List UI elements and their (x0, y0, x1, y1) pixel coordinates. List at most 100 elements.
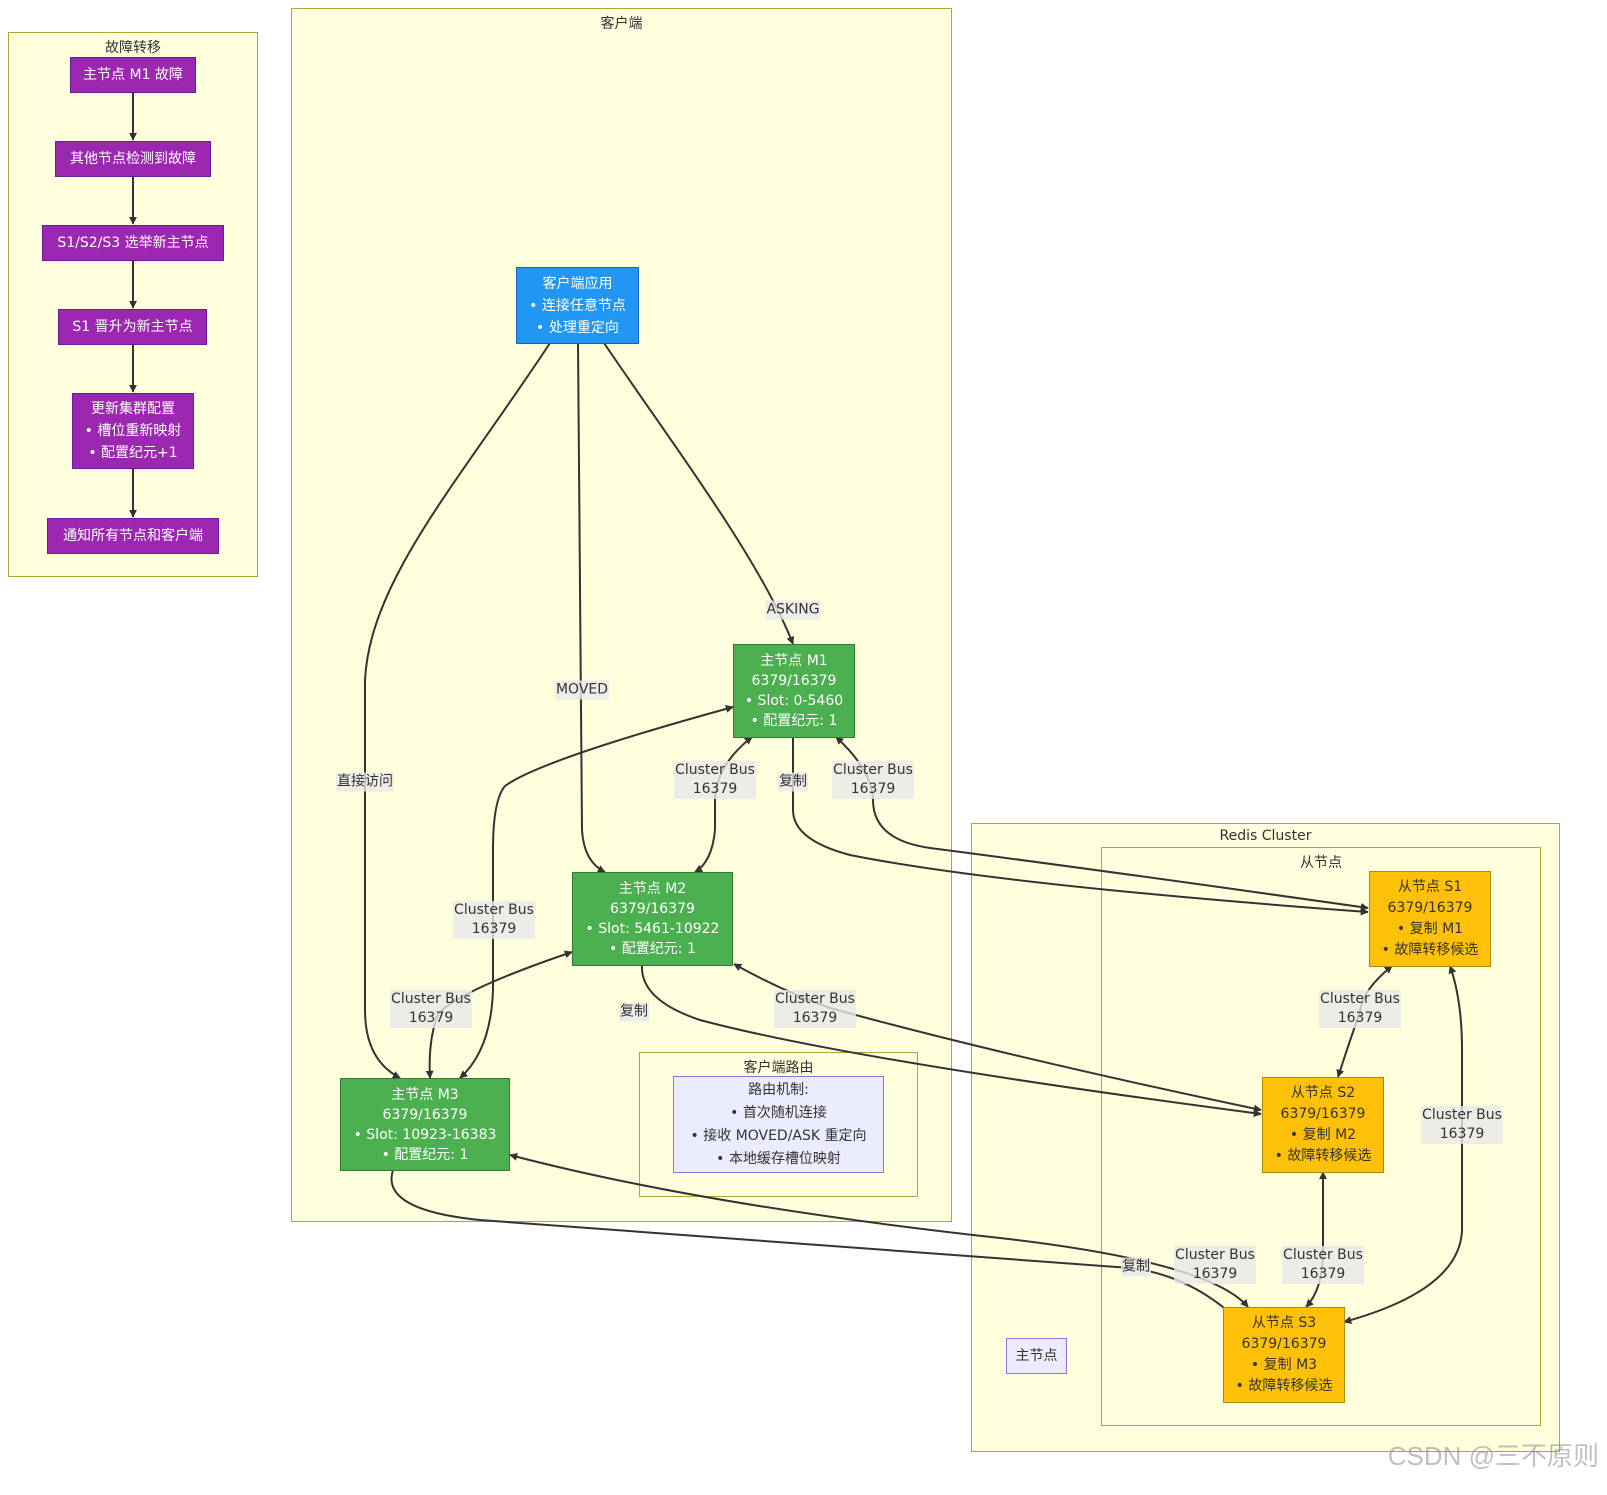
edge-label-bus-m1-s1: Cluster Bus 16379 (832, 761, 914, 799)
edge-label-replicate-m3: 复制 (1121, 1257, 1151, 1277)
edge-client-m1-asking (603, 342, 795, 645)
failover-step-5-title: 更新集群配置 (91, 401, 175, 417)
edge-label-bus-m1-m2: Cluster Bus 16379 (674, 761, 756, 799)
bus-m2-m3-line2: 16379 (408, 1010, 454, 1026)
failover-step-promote: S1 晋升为新主节点 (58, 309, 207, 345)
s2-candidate: • 故障转移候选 (1274, 1148, 1372, 1164)
m2-port: 6379/16379 (610, 901, 695, 917)
m1-title: 主节点 M1 (760, 653, 828, 669)
s1-port: 6379/16379 (1387, 900, 1473, 916)
m1-port: 6379/16379 (751, 673, 837, 689)
failover-step-m1-down: 主节点 M1 故障 (70, 57, 196, 93)
bus-m1-s1-line1: Cluster Bus (833, 762, 913, 778)
failover-step-2-text: 其他节点检测到故障 (70, 151, 196, 167)
bus-s1-s2-line1: Cluster Bus (1320, 991, 1400, 1007)
edge-m1-m2-bus (694, 736, 753, 873)
bus-m1-m2-line1: Cluster Bus (675, 762, 755, 778)
bus-m3-s3-line2: 16379 (1192, 1266, 1238, 1282)
edge-label-bus-m2-s2: Cluster Bus 16379 (774, 990, 856, 1028)
bus-m1-m2-line2: 16379 (692, 781, 738, 797)
bus-s2-s3-line1: Cluster Bus (1283, 1247, 1363, 1263)
m2-epoch: • 配置纪元: 1 (609, 941, 696, 957)
s2-port: 6379/16379 (1280, 1106, 1366, 1122)
edge-m3-s3-replicate (390, 1169, 1239, 1321)
bus-s1-s3-line1: Cluster Bus (1422, 1107, 1502, 1123)
failover-step-5-bullet-2: • 配置纪元+1 (88, 445, 178, 461)
edge-label-direct-text: 直接访问 (337, 773, 393, 790)
master-m2-node: 主节点 M2 6379/16379 • Slot: 5461-10922 • 配… (572, 872, 733, 966)
edge-label-bus-s1-s3: Cluster Bus 16379 (1421, 1106, 1503, 1144)
watermark: CSDN @三不原则 (1387, 1441, 1599, 1471)
slave-s3-node: 从节点 S3 6379/16379 • 复制 M3 • 故障转移候选 (1223, 1307, 1345, 1403)
s3-title: 从节点 S3 (1251, 1315, 1317, 1331)
edge-label-bus-m2-m3: Cluster Bus 16379 (390, 990, 472, 1028)
bus-m1-s1-line2: 16379 (850, 781, 896, 797)
bus-m3-s3-line1: Cluster Bus (1175, 1247, 1255, 1263)
edge-label-bus-m3-s3: Cluster Bus 16379 (1174, 1246, 1256, 1284)
failover-step-3-text: S1/S2/S3 选举新主节点 (57, 235, 209, 251)
edge-label-moved: MOVED (554, 680, 610, 700)
edge-m1-s1-bus (835, 736, 1369, 911)
bus-m2-s2-line1: Cluster Bus (775, 991, 855, 1007)
failover-step-6-text: 通知所有节点和客户端 (63, 528, 203, 544)
bus-s1-s2-line2: 16379 (1337, 1010, 1383, 1026)
edge-m2-s2-bus (733, 963, 1262, 1113)
edge-label-replicate-m2: 复制 (619, 1002, 649, 1022)
failover-step-5-bullet-1: • 槽位重新映射 (84, 423, 182, 439)
failover-step-1-text: 主节点 M1 故障 (83, 67, 183, 83)
client-app-bullet-2: • 处理重定向 (536, 319, 619, 336)
client-app-bullet-1: • 连接任意节点 (529, 297, 626, 314)
s3-candidate: • 故障转移候选 (1235, 1378, 1333, 1394)
s3-replicate: • 复制 M3 (1250, 1357, 1318, 1373)
bus-s2-s3-line2: 16379 (1300, 1266, 1346, 1282)
edge-s1-s3-bus (1343, 965, 1463, 1324)
edge-client-m2-moved (577, 342, 606, 873)
slave-s2-node: 从节点 S2 6379/16379 • 复制 M2 • 故障转移候选 (1262, 1077, 1384, 1173)
routing-note-bullet-3: • 本地缓存槽位映射 (716, 1150, 841, 1167)
m3-epoch: • 配置纪元: 1 (381, 1146, 469, 1163)
bus-m2-m3-line1: Cluster Bus (391, 991, 471, 1007)
edge-label-bus-s2-s3: Cluster Bus 16379 (1282, 1246, 1364, 1284)
edge-client-m3-direct (364, 342, 551, 1079)
client-app-title: 客户端应用 (542, 275, 613, 292)
edge-label-bus-s1-s2: Cluster Bus 16379 (1319, 990, 1401, 1028)
m1-epoch: • 配置纪元: 1 (750, 713, 838, 729)
edge-label-replicate-m1: 复制 (778, 772, 808, 792)
client-group-title: 客户端 (600, 16, 643, 32)
failover-step-update-config: 更新集群配置 • 槽位重新映射 • 配置纪元+1 (72, 393, 194, 469)
bus-m2-s2-line2: 16379 (792, 1010, 838, 1026)
edge-label-direct: 直接访问 (336, 772, 394, 792)
m2-slot: • Slot: 5461-10922 (585, 921, 720, 937)
slave-s1-node: 从节点 S1 6379/16379 • 复制 M1 • 故障转移候选 (1369, 871, 1491, 967)
failover-step-notify: 通知所有节点和客户端 (47, 518, 219, 554)
client-app-node: 客户端应用 • 连接任意节点 • 处理重定向 (516, 267, 639, 344)
routing-note: 路由机制: • 首次随机连接 • 接收 MOVED/ASK 重定向 • 本地缓存… (673, 1076, 884, 1173)
s1-candidate: • 故障转移候选 (1381, 942, 1479, 958)
failover-group-title: 故障转移 (105, 40, 161, 56)
master-m1-node: 主节点 M1 6379/16379 • Slot: 0-5460 • 配置纪元:… (733, 644, 855, 738)
edge-label-replicate-m2-text: 复制 (620, 1003, 648, 1020)
edge-label-moved-text: MOVED (555, 681, 609, 698)
master-m3-node: 主节点 M3 6379/16379 • Slot: 10923-16383 • … (340, 1078, 510, 1171)
routing-note-title: 路由机制: (748, 1081, 809, 1098)
failover-step-4-text: S1 晋升为新主节点 (72, 319, 193, 335)
m2-title: 主节点 M2 (618, 881, 687, 897)
edge-s2-s3-bus (1305, 1171, 1327, 1308)
master-legend-node: 主节点 (1006, 1338, 1067, 1374)
routing-note-bullet-2: • 接收 MOVED/ASK 重定向 (690, 1127, 867, 1144)
m3-title: 主节点 M3 (391, 1086, 459, 1103)
failover-step-detect: 其他节点检测到故障 (55, 141, 211, 177)
s1-title: 从节点 S1 (1397, 879, 1463, 895)
failover-step-elect: S1/S2/S3 选举新主节点 (42, 225, 224, 261)
edge-label-asking: ASKING (765, 600, 821, 620)
routing-note-bullet-1: • 首次随机连接 (730, 1104, 827, 1121)
bus-m1-m3-line2: 16379 (471, 921, 517, 937)
m1-slot: • Slot: 0-5460 (744, 693, 844, 709)
s2-replicate: • 复制 M2 (1289, 1127, 1357, 1143)
master-legend-text: 主节点 (1015, 1348, 1058, 1364)
s1-replicate: • 复制 M1 (1396, 921, 1464, 937)
m3-port: 6379/16379 (382, 1106, 468, 1123)
m3-slot: • Slot: 10923-16383 (353, 1126, 497, 1143)
edge-label-replicate-m3-text: 复制 (1122, 1258, 1150, 1275)
edge-label-replicate-m1-text: 复制 (779, 773, 807, 790)
